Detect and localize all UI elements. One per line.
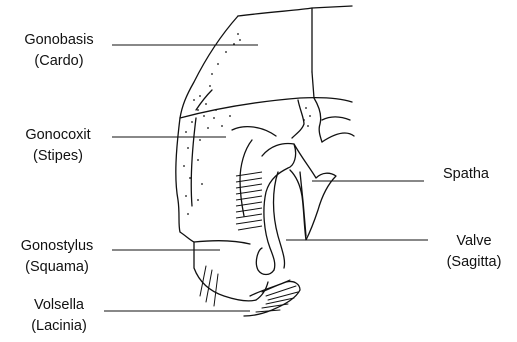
- label-spatha: Spatha: [430, 164, 502, 185]
- median-plate: [292, 98, 322, 142]
- gonobasis-outline: [238, 6, 352, 16]
- label-gonobasis: Gonobasis (Cardo): [6, 30, 112, 72]
- gonocoxit-inner-edge: [191, 118, 196, 206]
- label-gonocoxit-name: Gonocoxit: [10, 125, 106, 146]
- label-valve: Valve (Sagitta): [434, 231, 514, 273]
- label-gonostylus: Gonostylus (Squama): [4, 236, 110, 278]
- gonobasis-lower-suture: [180, 98, 352, 118]
- bristles: [200, 266, 298, 312]
- spatha-midrib: [300, 172, 306, 236]
- label-volsella: Volsella (Lacinia): [16, 295, 102, 337]
- gonobasis-inner-edge: [196, 90, 212, 110]
- valve-outer: [262, 144, 296, 271]
- valve-inner: [274, 172, 285, 268]
- label-volsella-alt: (Lacinia): [16, 316, 102, 337]
- label-valve-alt: (Sagitta): [434, 252, 514, 273]
- spatha-outline: [290, 144, 336, 240]
- label-gonocoxit-alt: (Stipes): [10, 146, 106, 167]
- gonobasis-left-edge: [180, 16, 238, 118]
- stippling: [183, 33, 311, 215]
- gonocoxit-right-contour: [232, 127, 276, 136]
- right-lobe: [322, 117, 354, 142]
- label-gonobasis-alt: (Cardo): [6, 51, 112, 72]
- label-gonostylus-alt: (Squama): [4, 257, 110, 278]
- label-volsella-name: Volsella: [16, 295, 102, 316]
- label-valve-name: Valve: [434, 231, 514, 252]
- gonostylus-upper: [194, 241, 250, 244]
- label-spatha-name: Spatha: [430, 164, 502, 185]
- label-gonocoxit: Gonocoxit (Stipes): [10, 125, 106, 167]
- label-gonobasis-name: Gonobasis: [6, 30, 112, 51]
- leader-lines: [104, 45, 428, 311]
- label-gonostylus-name: Gonostylus: [4, 236, 110, 257]
- gonobasis-right-edge: [312, 72, 314, 98]
- gonocoxit-outer-edge: [176, 118, 180, 232]
